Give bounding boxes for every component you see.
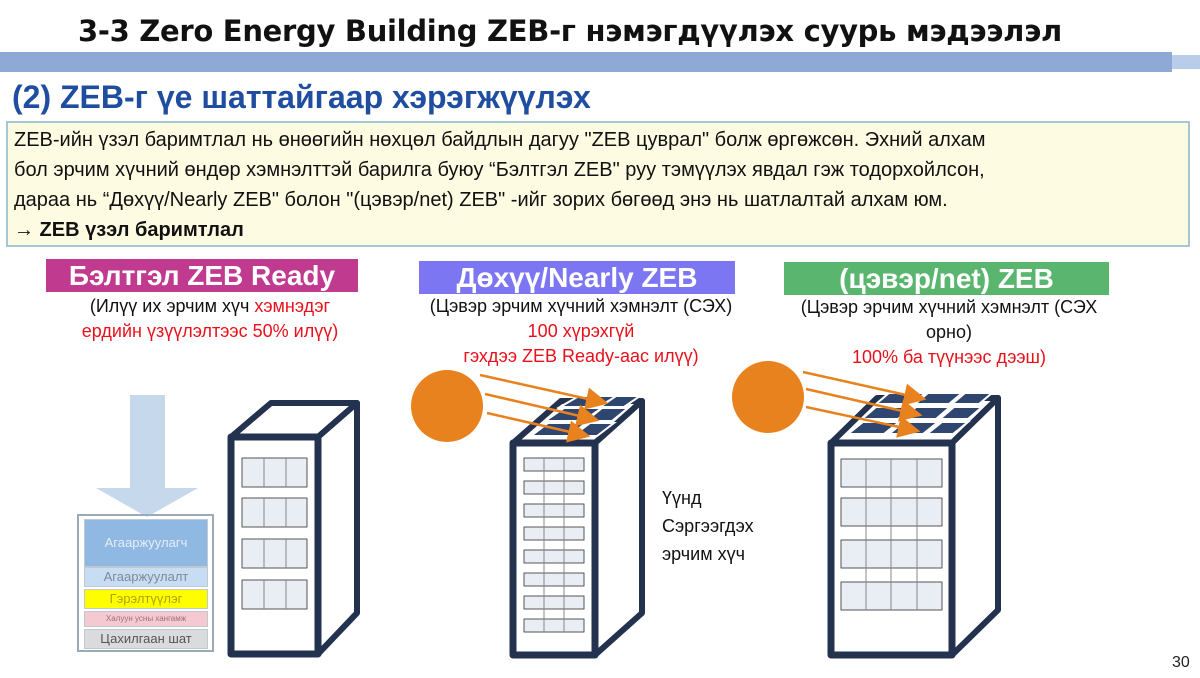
intro-line-4: → ZEB үзэл баримтлал bbox=[14, 219, 244, 241]
stage-desc-zeb-ready: (Илүү их эрчим хүч хэмнэдэг ердийн үзүүл… bbox=[40, 294, 380, 344]
page-title: 3-3 Zero Energy Building ZEB-г нэмэгдүүл… bbox=[78, 14, 1062, 48]
stage-desc-net-zeb: (Цэвэр эрчим хүчний хэмнэлт (СЭХ орно) 1… bbox=[772, 295, 1126, 370]
sun-rays bbox=[802, 370, 927, 438]
page-number: 30 bbox=[1172, 654, 1190, 671]
layer-lighting: Гэрэлтүүлэг bbox=[84, 589, 208, 609]
intro-line-3: дараа нь “Дөхүү/Nearly ZEB" болон "(цэвэ… bbox=[14, 189, 948, 211]
note-line: эрчим хүч bbox=[662, 544, 745, 564]
desc-text: (Цэвэр эрчим хүчний хэмнэлт (СЭХ) bbox=[429, 296, 733, 316]
desc-highlight: 100% ба түүнээс дээш) bbox=[851, 347, 1046, 367]
building-icon bbox=[509, 398, 645, 659]
building-icon bbox=[827, 395, 1001, 659]
layer-air-conditioner: Агааржуулагч bbox=[84, 519, 208, 567]
title-band bbox=[0, 52, 1172, 72]
desc-text: орно) bbox=[926, 322, 972, 342]
desc-highlight: гэхдээ ZEB Ready-аас илүү) bbox=[463, 346, 699, 366]
note-line: Үүнд bbox=[662, 488, 702, 508]
arrow-down-icon bbox=[96, 395, 198, 517]
desc-text: (Цэвэр эрчим хүчний хэмнэлт (СЭХ bbox=[800, 297, 1098, 317]
desc-highlight: 100 хүрэхгүй bbox=[527, 321, 635, 341]
layer-hot-water: Халуун усны хангамж bbox=[84, 611, 208, 627]
sun-rays bbox=[479, 373, 609, 443]
intro-line-1: ZEB-ийн үзэл баримтлал нь өнөөгийн нөхцө… bbox=[14, 129, 986, 151]
intro-line-2: бол эрчим хүчний өндөр хэмнэлттэй барилг… bbox=[14, 159, 985, 181]
layer-elevator: Цахилгаан шат bbox=[84, 629, 208, 649]
desc-highlight: хэмнэдэг bbox=[254, 296, 331, 316]
desc-highlight: ердийн үзүүлэлтээс 50% илүү) bbox=[81, 321, 339, 341]
stage-label-nearly-zeb: Дөхүү/Nearly ZEB bbox=[419, 261, 735, 294]
building-icon bbox=[227, 400, 360, 658]
sun-icon bbox=[411, 370, 483, 442]
sun-icon bbox=[732, 361, 804, 433]
stage-desc-nearly-zeb: (Цэвэр эрчим хүчний хэмнэлт (СЭХ) 100 хү… bbox=[398, 294, 764, 369]
solar-panel-icon bbox=[845, 392, 995, 435]
intro-text-box: ZEB-ийн үзэл баримтлал нь өнөөгийн нөхцө… bbox=[6, 121, 1190, 247]
note-line: Сэргээгдэх bbox=[662, 516, 754, 536]
stage-label-net-zeb: (цэвэр/net) ZEB bbox=[784, 262, 1109, 295]
equipment-stack-frame bbox=[77, 514, 214, 652]
renewable-energy-note: Үүнд Сэргээгдэх эрчим хүч bbox=[662, 484, 754, 568]
layer-ventilation: Агааржуулалт bbox=[84, 567, 208, 587]
stage-label-zeb-ready: Бэлтгэл ZEB Ready bbox=[46, 259, 358, 292]
desc-text: (Илүү их эрчим хүч bbox=[89, 296, 255, 316]
section-subtitle: (2) ZEB-г үе шаттайгаар хэрэгжүүлэх bbox=[12, 79, 591, 115]
